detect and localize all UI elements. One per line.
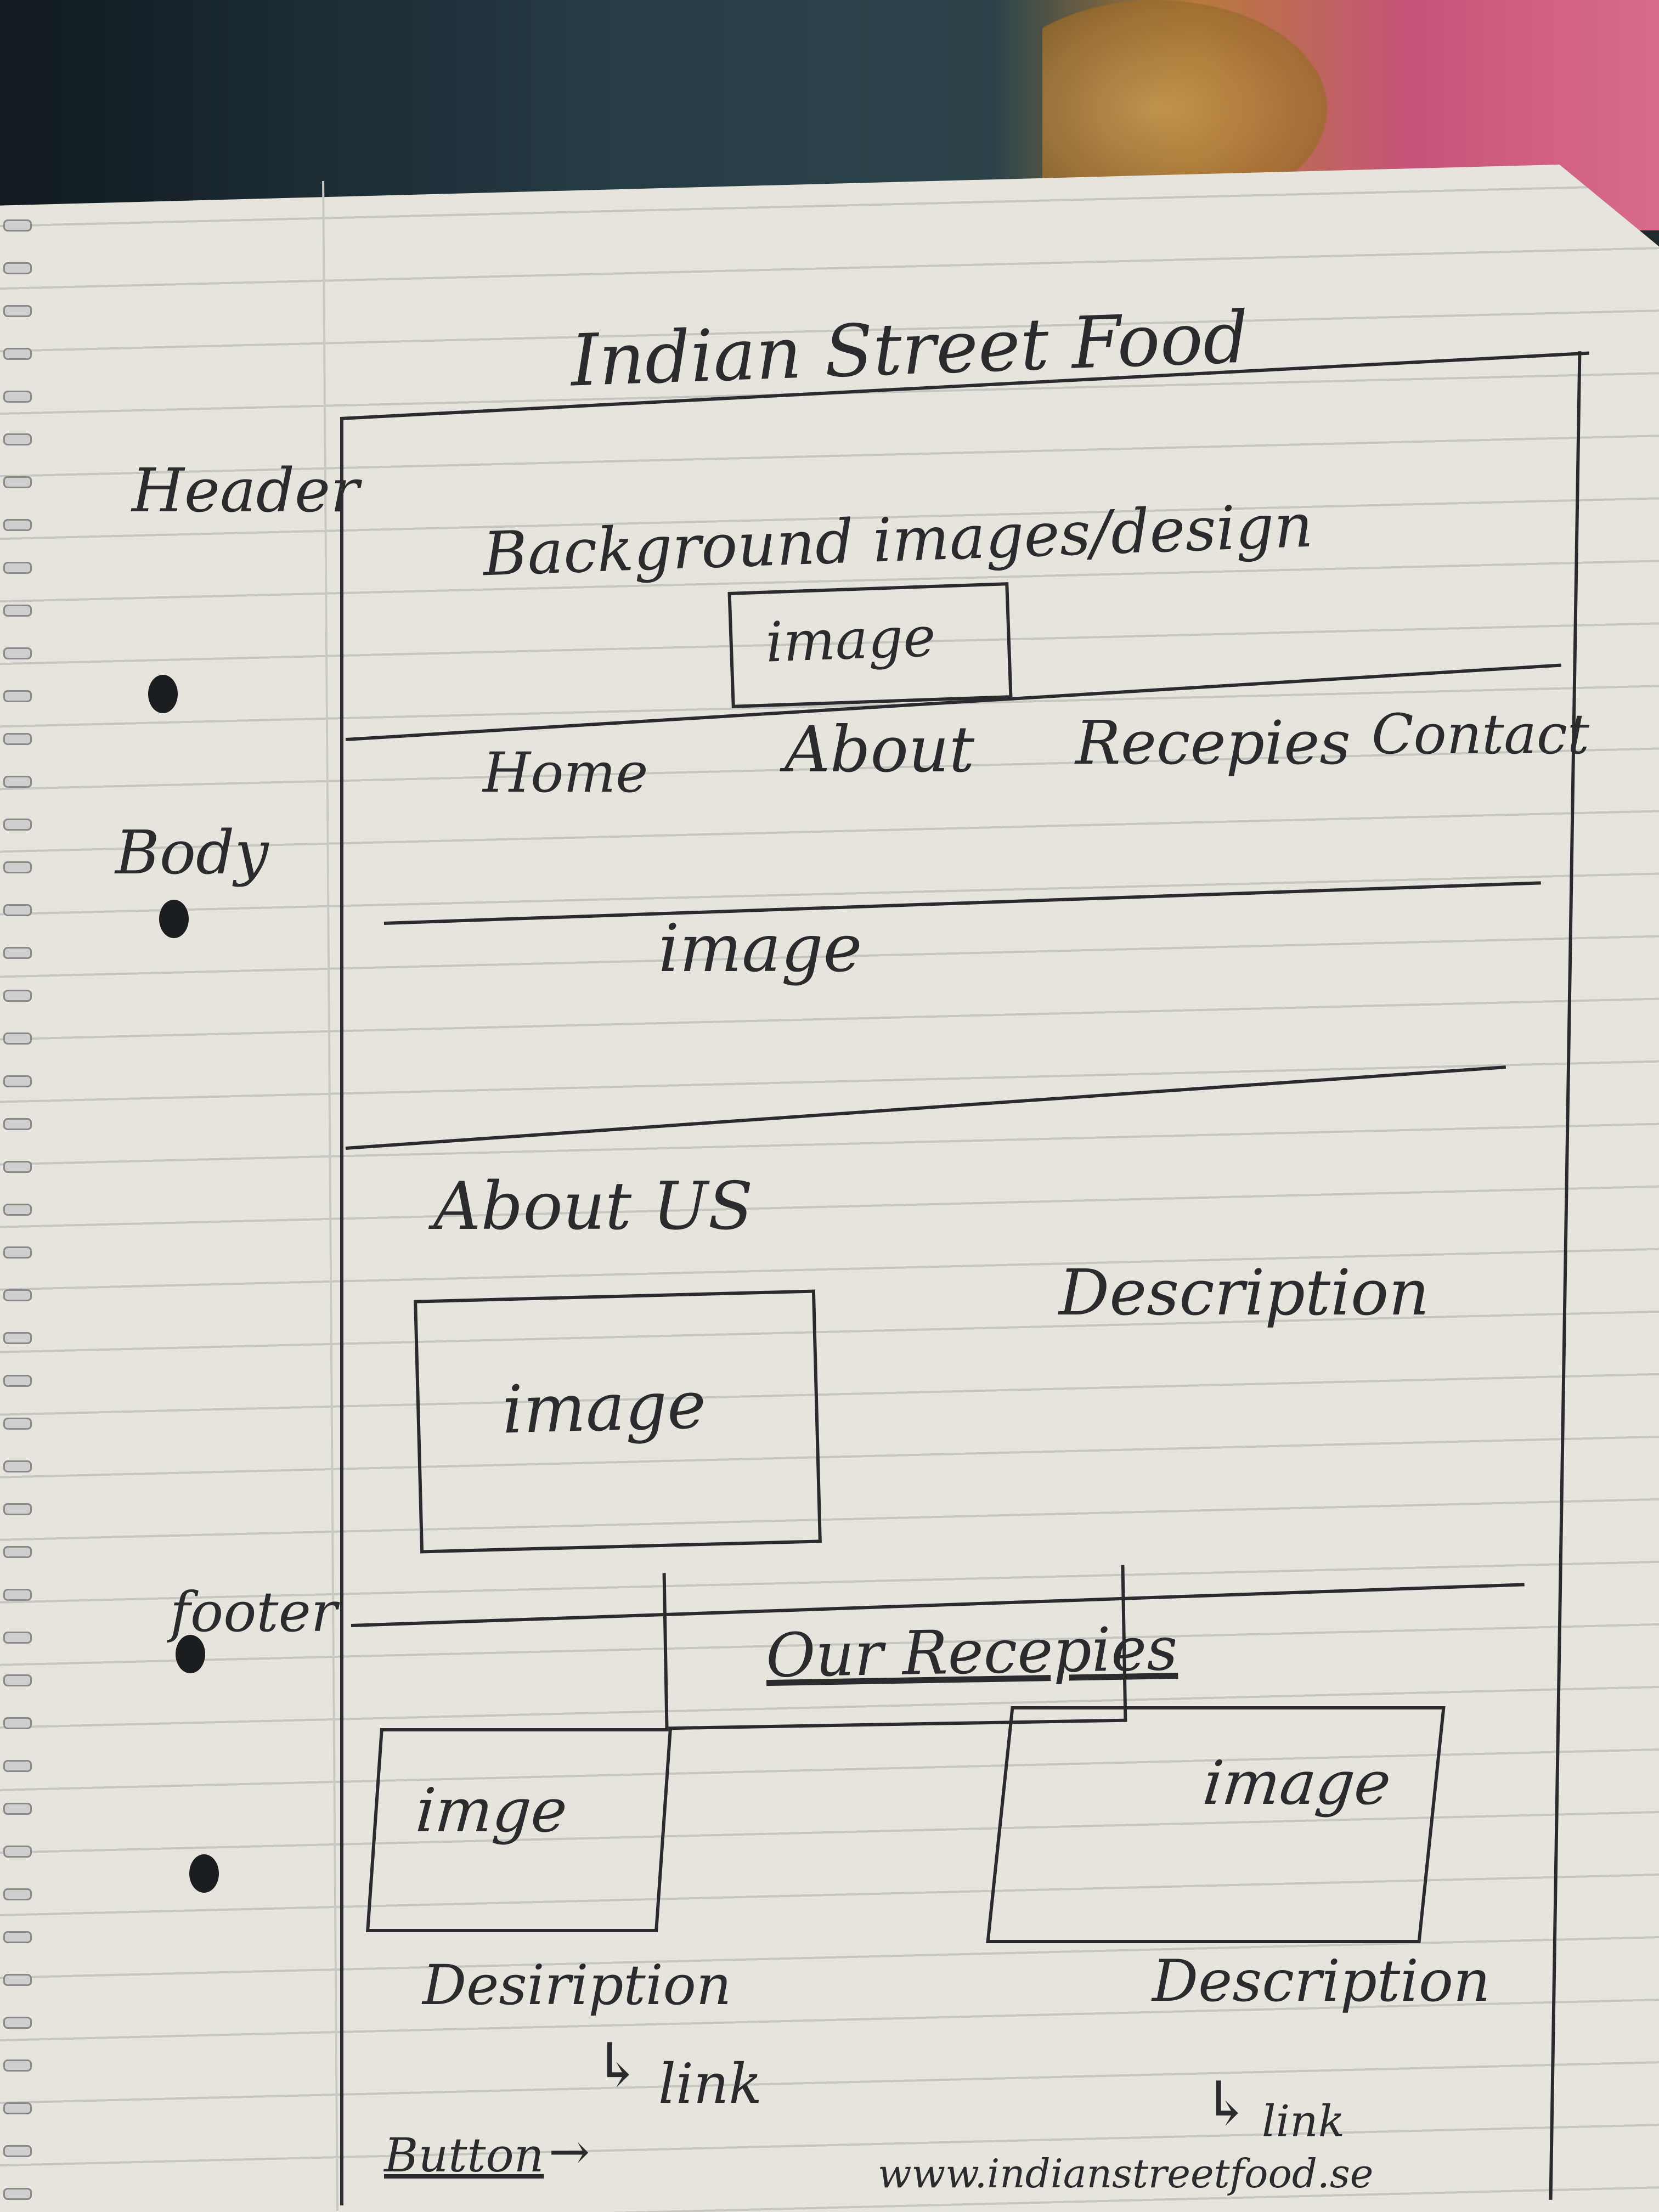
margin-label-header: Header — [132, 455, 359, 526]
recipes-heading: Our Recepies — [765, 1613, 1178, 1691]
spiral-ring — [3, 1204, 32, 1216]
spiral-ring — [3, 1846, 32, 1858]
spiral-binding — [0, 219, 44, 2211]
arrow-left-link-icon: ↳ — [592, 2030, 644, 2100]
footer-button-label[interactable]: Button — [384, 2129, 544, 2183]
arrow-right-icon: → — [549, 2123, 590, 2181]
about-description: Description — [1059, 1256, 1430, 1330]
nav-item-contact[interactable]: Contact — [1372, 702, 1590, 766]
nav-item-about[interactable]: About — [785, 713, 975, 787]
margin-label-footer: footer — [170, 1580, 337, 1644]
spiral-ring — [3, 1075, 32, 1087]
punch-hole — [159, 900, 189, 938]
spiral-ring — [3, 1760, 32, 1772]
spiral-ring — [3, 1375, 32, 1387]
spiral-ring — [3, 1674, 32, 1686]
recipes-heading-box: Our Recepies — [662, 1565, 1178, 1730]
nav-item-home[interactable]: Home — [483, 741, 648, 805]
recipe-left-image-label: imge — [414, 1775, 569, 1846]
spiral-ring — [3, 1546, 32, 1558]
recipe-right-image-label: image — [1200, 1748, 1395, 1818]
spiral-ring — [3, 1289, 32, 1301]
spiral-ring — [3, 1589, 32, 1601]
spiral-ring — [3, 819, 32, 831]
spiral-ring — [3, 1460, 32, 1472]
spiral-ring — [3, 2102, 32, 2114]
about-image-placeholder: image — [414, 1289, 822, 1554]
spiral-ring — [3, 562, 32, 574]
spiral-ring — [3, 605, 32, 617]
spiral-ring — [3, 1503, 32, 1515]
spiral-ring — [3, 1803, 32, 1815]
spiral-ring — [3, 1888, 32, 1900]
spiral-ring — [3, 1118, 32, 1130]
spiral-ring — [3, 519, 32, 531]
spiral-ring — [3, 2145, 32, 2157]
recipe-right-image-placeholder: image — [986, 1706, 1446, 1943]
spiral-ring — [3, 305, 32, 317]
spiral-ring — [3, 1161, 32, 1173]
notebook-page — [0, 165, 1659, 2212]
spiral-ring — [3, 1332, 32, 1344]
punch-hole — [176, 1635, 205, 1673]
punch-hole — [148, 675, 178, 713]
recipe-right-link[interactable]: link — [1262, 2096, 1345, 2147]
spiral-ring — [3, 1931, 32, 1943]
spiral-ring — [3, 1032, 32, 1045]
recipe-left-description: Desiription — [422, 1953, 732, 2017]
recipe-left-image-placeholder: imge — [365, 1728, 673, 1932]
spiral-ring — [3, 1246, 32, 1259]
spiral-ring — [3, 433, 32, 445]
spiral-ring — [3, 219, 32, 232]
spiral-ring — [3, 647, 32, 659]
spiral-ring — [3, 2059, 32, 2072]
spiral-ring — [3, 391, 32, 403]
nav-item-recipes[interactable]: Recepies — [1075, 708, 1351, 778]
spiral-ring — [3, 1717, 32, 1729]
spiral-ring — [3, 690, 32, 702]
spiral-ring — [3, 1974, 32, 1986]
frame-left-edge — [340, 417, 343, 2205]
spiral-ring — [3, 1418, 32, 1430]
punch-hole — [189, 1854, 219, 1893]
fabric-fold — [1042, 0, 1328, 181]
recipe-right-description: Description — [1152, 1948, 1491, 2015]
spiral-ring — [3, 2017, 32, 2029]
spiral-ring — [3, 262, 32, 274]
header-image-placeholder: image — [727, 582, 1013, 708]
margin-label-body: Body — [115, 817, 269, 888]
header-image-label: image — [764, 604, 937, 675]
spiral-ring — [3, 776, 32, 788]
spiral-ring — [3, 861, 32, 873]
spiral-ring — [3, 904, 32, 916]
banner-image-label: image — [658, 911, 862, 987]
spiral-ring — [3, 947, 32, 959]
spiral-ring — [3, 2188, 32, 2200]
arrow-right-link-icon: ↳ — [1201, 2068, 1252, 2138]
recipe-left-link[interactable]: link — [658, 2052, 762, 2116]
about-heading: About US — [433, 1169, 753, 1245]
spiral-ring — [3, 476, 32, 488]
footer-url: www.indianstreetfood.se — [878, 2151, 1374, 2197]
spiral-ring — [3, 1632, 32, 1644]
spiral-ring — [3, 990, 32, 1002]
spiral-ring — [3, 733, 32, 745]
spiral-ring — [3, 348, 32, 360]
about-image-label: image — [501, 1367, 707, 1449]
